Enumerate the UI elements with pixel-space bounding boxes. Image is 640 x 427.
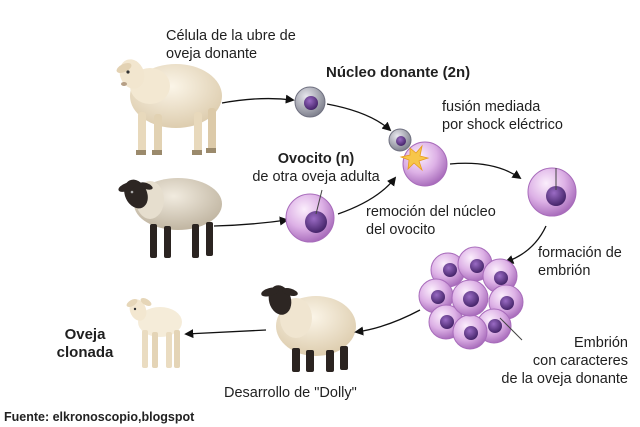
arrow-embryo-to-dolly: [354, 309, 421, 336]
embryo-traits-label-line2: con caracteres: [532, 353, 628, 369]
ovocyte-label-sub: de otra oveja adulta: [252, 169, 380, 185]
arrow-sheep-to-ovocyte: [213, 216, 289, 227]
cloned-sheep-label-line2: clonada: [56, 344, 114, 361]
fusion-label-line1: fusión mediada: [442, 99, 541, 115]
embryo-traits-label: Embrión con caracteres de la oveja donan…: [470, 334, 628, 388]
embryo-cluster: [418, 246, 524, 350]
arrow-nucleus-to-fusion: [326, 103, 392, 132]
dolly-development-label: Desarrollo de "Dolly": [224, 385, 357, 401]
fusion-label: fusión mediada por shock eléctrico: [442, 98, 563, 134]
cloned-sheep-label: Oveja clonada: [40, 326, 130, 362]
nucleus-removal-label: remoción del núcleo del ovocito: [366, 203, 496, 239]
nucleus-removal-label-line2: del ovocito: [366, 222, 436, 238]
donor-nucleus-cell: [294, 86, 326, 118]
source-credit: Fuente: elkronoscopio,blogspot: [4, 410, 195, 424]
embryo-formation-label-line2: embrión: [538, 263, 591, 279]
dolly-adult-sheep-illustration: [261, 285, 356, 372]
arrow-dolly-to-lamb: [184, 329, 267, 339]
embryo-formation-label-line1: formación de: [538, 245, 622, 261]
arrow-ovocyte-to-fusion: [337, 176, 397, 215]
donor-nucleus-label: Núcleo donante (2n): [326, 64, 471, 81]
arrow-fusion-to-cell: [449, 162, 522, 180]
ovocyte-label-title: Ovocito (n): [277, 151, 355, 167]
cloned-lamb-illustration: [126, 298, 182, 368]
donor-sheep-illustration: [116, 59, 222, 155]
electric-spark-icon: [399, 144, 430, 172]
embryo-traits-label-line1: Embrión: [574, 335, 628, 351]
egg-donor-sheep-illustration: [118, 178, 222, 258]
ovocyte-label: Ovocito (n) de otra oveja adulta: [246, 150, 386, 186]
arrow-sheep-to-nucleus: [221, 94, 295, 104]
embryo-formation-label: formación de embrión: [538, 244, 622, 280]
process-arrows: [184, 94, 547, 339]
fusion-cells: [388, 128, 448, 187]
arrow-cell-to-embryo: [504, 225, 547, 264]
cloned-sheep-label-line1: Oveja: [64, 326, 106, 343]
donor-cell-label: Célula de la ubre de oveja donante: [166, 27, 296, 63]
fusion-label-line2: por shock eléctrico: [442, 117, 563, 133]
nucleus-removal-label-line1: remoción del núcleo: [366, 204, 496, 220]
donor-cell-label-line1: Célula de la ubre de: [166, 28, 296, 44]
embryo-traits-label-line3: de la oveja donante: [501, 371, 628, 387]
ovocyte-cell: [285, 189, 335, 243]
fused-cell: [527, 167, 577, 217]
donor-cell-label-line2: oveja donante: [166, 46, 258, 62]
